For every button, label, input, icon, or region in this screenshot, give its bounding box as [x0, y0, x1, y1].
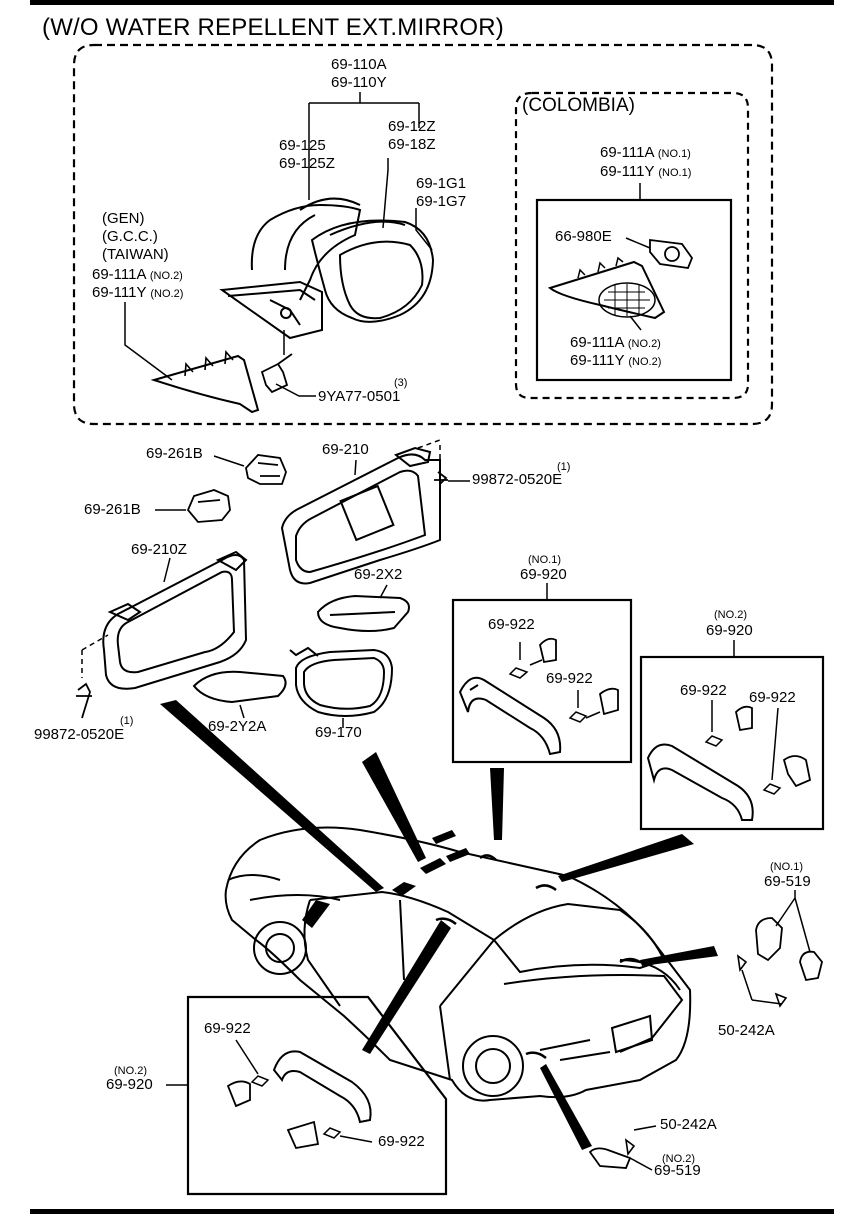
label-69-261B-1: 69-261B [146, 445, 203, 462]
label-69-519-1: 69-519 [764, 873, 811, 890]
label-grip-c-no: (NO.2) [114, 1065, 147, 1077]
label-region-taiwan: (TAIWAN) [102, 246, 169, 263]
label-69-111Y-gen: 69-111Y (NO.2) [92, 284, 184, 301]
label-69-110A: 69-110A [331, 56, 387, 73]
label-69-922-c2: 69-922 [378, 1133, 425, 1150]
label-region-gen: (GEN) [102, 210, 145, 227]
pointer-wedges [160, 700, 718, 1150]
label-69-920-b: 69-920 [706, 622, 753, 639]
colombia-label: (COLOMBIA) [522, 95, 635, 116]
visor-holder-2 [186, 489, 231, 523]
grip-no2-left [272, 1050, 372, 1124]
label-69-111Y-col-bot: 69-111Y (NO.2) [570, 352, 662, 369]
visor-holder-1 [245, 454, 287, 485]
screw-icon-1 [434, 471, 448, 498]
label-hook-no1: (NO.1) [770, 861, 803, 873]
label-50-242A-2: 50-242A [660, 1116, 717, 1133]
label-69-922-c1: 69-922 [204, 1020, 251, 1037]
label-69-125Z: 69-125Z [279, 155, 335, 172]
inner-mirror-cover [192, 670, 287, 704]
label-69-922-a2: 69-922 [546, 670, 593, 687]
label-region-gcc: (G.C.C.) [102, 228, 158, 245]
label-9YA77-0501: 9YA77-0501 [318, 388, 401, 405]
sunvisor-right [280, 446, 441, 585]
label-69-125: 69-125 [279, 137, 326, 154]
bottom-rule [30, 1209, 834, 1214]
label-69-1G1: 69-1G1 [416, 175, 467, 192]
label-69-2X2: 69-2X2 [354, 566, 403, 583]
label-69-12Z: 69-12Z [388, 118, 436, 135]
grip-no1 [458, 676, 562, 756]
exterior-mirror [219, 197, 435, 340]
page-title: (W/O WATER REPELLENT EXT.MIRROR) [42, 14, 504, 41]
label-hook-no2: (NO.2) [662, 1153, 695, 1165]
grip-box-no1 [451, 598, 633, 764]
label-screw-qty-2: (1) [120, 715, 134, 727]
mirror-cover-2X2 [316, 594, 410, 632]
sunvisor-left [102, 550, 248, 690]
label-99872-0520E-1: 99872-0520E [472, 471, 563, 488]
colombia-mirror-cover [547, 260, 666, 320]
label-69-210Z: 69-210Z [131, 541, 187, 558]
grip-box-no2-left [186, 995, 448, 1196]
label-69-261B-2: 69-261B [84, 501, 141, 518]
label-69-111Y-col-top: 69-111Y (NO.1) [600, 163, 692, 180]
label-50-242A-1: 50-242A [718, 1022, 775, 1039]
top-rule [30, 0, 834, 5]
mirror-group-box [72, 43, 774, 426]
label-69-111A-gen: 69-111A (NO.2) [92, 266, 183, 283]
label-grip-a-no: (NO.1) [528, 554, 561, 566]
grip-box-no2-right [639, 655, 825, 831]
car-location-marks [302, 830, 470, 928]
label-69-110Y: 69-110Y [331, 74, 387, 91]
label-screw-qty-1: (1) [557, 461, 571, 473]
gen-mirror-cover [150, 354, 260, 414]
clip-66-980E [649, 238, 694, 269]
colombia-box [514, 91, 750, 400]
label-69-210: 69-210 [322, 441, 369, 458]
label-69-170: 69-170 [315, 724, 362, 741]
label-69-111A-col-bot: 69-111A (NO.2) [570, 334, 661, 351]
label-69-519-2: 69-519 [654, 1162, 701, 1179]
grip-no2-right [646, 743, 754, 821]
label-69-2Y2A: 69-2Y2A [208, 718, 267, 735]
assist-hook-no2 [588, 1147, 632, 1169]
label-69-18Z: 69-18Z [388, 136, 436, 153]
label-69-920-c: 69-920 [106, 1076, 153, 1093]
label-69-111A-col-top: 69-111A (NO.1) [600, 144, 691, 161]
label-bolt-qty: (3) [394, 377, 408, 389]
label-69-922-b1: 69-922 [680, 682, 727, 699]
car-body [224, 826, 692, 1102]
colombia-inner-box [535, 198, 733, 382]
label-69-922-a1: 69-922 [488, 616, 535, 633]
label-69-922-b2: 69-922 [749, 689, 796, 706]
label-66-980E: 66-980E [555, 228, 612, 245]
car-grip-arcs [435, 854, 641, 1059]
label-99872-0520E-2: 99872-0520E [34, 726, 125, 743]
screw-icon-2 [76, 682, 92, 719]
label-69-920-a: 69-920 [520, 566, 567, 583]
inner-mirror [289, 646, 394, 717]
cover-grille [598, 282, 656, 318]
bolt-icon [260, 353, 293, 394]
assist-hook-no1 [755, 917, 823, 982]
label-69-1G7: 69-1G7 [416, 193, 467, 210]
label-grip-b-no: (NO.2) [714, 609, 747, 621]
